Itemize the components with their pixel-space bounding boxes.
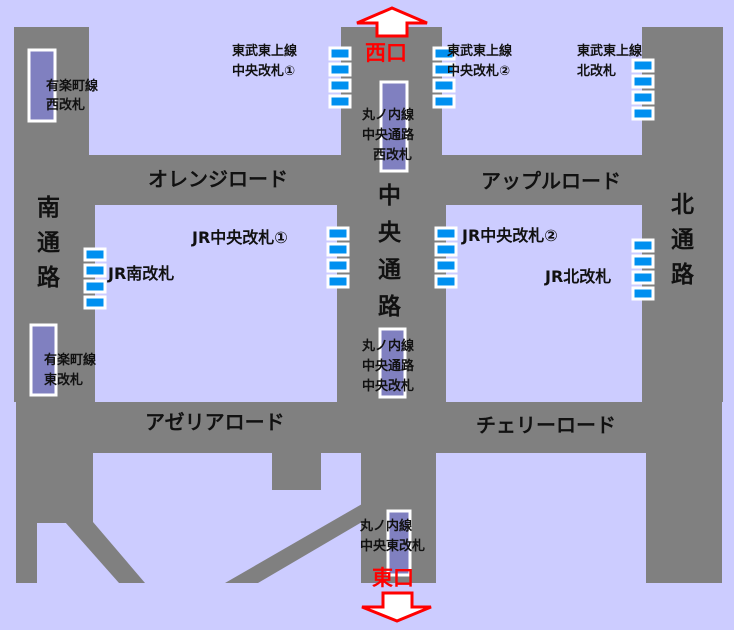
block — [442, 27, 642, 155]
ticket-gates — [83, 46, 655, 310]
ticket-gate-icon — [83, 279, 107, 294]
ticket-gate-icon — [432, 94, 456, 109]
tobu-central-2-label: 中央改札② — [447, 63, 510, 79]
marunouchi-west-platform — [379, 80, 409, 173]
azalea-cherry-road — [16, 400, 722, 453]
south-diagonal-passage — [65, 522, 145, 583]
ticket-gate-icon — [83, 295, 107, 310]
yurakucho-east-gate-label: 東改札 — [44, 372, 83, 388]
ticket-gate-icon — [326, 226, 350, 241]
west-exit-arrow-icon[interactable] — [356, 6, 428, 38]
north-passage-label: 北 — [671, 192, 694, 218]
marunouchi-west-gate-label: 中央通路 — [362, 127, 415, 143]
ticket-gate-icon — [432, 46, 456, 61]
yurakucho-west-gate-label: 西改札 — [46, 97, 85, 113]
marunouchi-east-platform — [386, 509, 412, 577]
jr-north-gate-label: JR北改札 — [544, 267, 611, 286]
cherry-road-label: チェリーロード — [476, 413, 616, 437]
orange-road-label: オレンジロード — [148, 167, 288, 191]
azalea-road-label: アゼリアロード — [145, 410, 285, 434]
south-passage-label: 通 — [37, 230, 60, 256]
marunouchi-east-gate-label: 丸ノ内線 — [359, 518, 413, 534]
marunouchi-west-gate-label: 西改札 — [373, 147, 412, 163]
yurakucho-east-gate-label: 有楽町線 — [44, 352, 97, 368]
west-exit-label[interactable]: 西口 — [365, 41, 407, 65]
east-exit-arrow-icon[interactable] — [361, 591, 432, 623]
ticket-gate-icon — [631, 254, 655, 269]
yurakucho-west-gate-label: 有楽町線 — [46, 78, 99, 94]
ticket-gate-icon — [432, 62, 456, 77]
ticket-gate-icon — [83, 247, 107, 262]
ticket-gate-icon — [434, 242, 458, 257]
tobu-north-gates — [631, 58, 655, 121]
east-diagonal-passage — [225, 504, 362, 583]
south-passage-label: 南 — [37, 195, 60, 221]
north-passage-lower — [646, 450, 722, 583]
ticket-gate-icon — [328, 78, 352, 93]
ticket-gate-icon — [631, 238, 655, 253]
ticket-gate-icon — [631, 74, 655, 89]
east-exit-label[interactable]: 東口 — [372, 566, 414, 590]
south-passage-left-branch — [16, 520, 37, 583]
ticket-gate-icon — [83, 263, 107, 278]
tobu-central-1-label: 東武東上線 — [232, 43, 298, 59]
ticket-gate-icon — [434, 274, 458, 289]
ticket-gate-icon — [434, 226, 458, 241]
north-passage-label: 通 — [671, 227, 694, 253]
jr-north-gates — [631, 238, 655, 301]
jr-south-gate-label: JR南改札 — [107, 264, 174, 283]
marunouchi-west-gate-label: 丸ノ内線 — [361, 107, 415, 123]
tobu-central-2-label: 東武東上線 — [447, 43, 513, 59]
ticket-gate-icon — [631, 106, 655, 121]
south-passage-lower — [16, 450, 93, 523]
marunouchi-central-gate-label: 中央通路 — [362, 358, 415, 374]
central-passage-label: 央 — [378, 220, 402, 246]
marunouchi-east-gate-label: 中央東改札 — [360, 538, 425, 554]
ticket-gate-icon — [328, 62, 352, 77]
block — [95, 205, 337, 402]
tobu-central-1-gates — [328, 46, 352, 109]
ticket-gate-icon — [631, 286, 655, 301]
block — [446, 205, 642, 402]
tobu-north-gate-label: 北改札 — [577, 63, 616, 79]
yurakucho-west-platform — [27, 48, 57, 123]
jr-central-2-gates — [434, 226, 458, 289]
ticket-gate-icon — [631, 90, 655, 105]
ticket-gate-icon — [631, 270, 655, 285]
apple-road-label: アップルロード — [481, 169, 621, 193]
marunouchi-central-gate-label: 中央改札 — [362, 378, 414, 394]
ticket-gate-icon — [328, 46, 352, 61]
jr-central-1-gates — [326, 226, 350, 289]
ticket-gate-icon — [326, 242, 350, 257]
marunouchi-central-platform — [378, 327, 407, 399]
marunouchi-central-gate-label: 丸ノ内線 — [361, 338, 415, 354]
ticket-gate-icon — [631, 58, 655, 73]
passage-stub — [272, 450, 321, 490]
blocks — [89, 27, 642, 402]
tobu-north-gate-label: 東武東上線 — [577, 43, 643, 59]
central-passage-label: 通 — [378, 257, 401, 283]
central-passage-label: 中 — [378, 183, 401, 209]
central-passage-label: 路 — [378, 293, 402, 320]
yurakucho-east-platform — [29, 323, 58, 397]
ticket-gate-icon — [326, 274, 350, 289]
north-passage-label: 路 — [671, 261, 695, 288]
tobu-central-2-gates — [432, 46, 456, 109]
jr-central-1-label: JR中央改札① — [191, 228, 288, 247]
south-passage-label: 路 — [37, 264, 61, 291]
ticket-gate-icon — [434, 258, 458, 273]
jr-central-2-label: JR中央改札② — [461, 226, 558, 245]
tobu-central-1-label: 中央改札① — [232, 63, 295, 79]
ticket-gate-icon — [328, 94, 352, 109]
ticket-gate-icon — [432, 78, 456, 93]
jr-south-gates — [83, 247, 107, 310]
block — [89, 27, 341, 155]
ticket-gate-icon — [326, 258, 350, 273]
